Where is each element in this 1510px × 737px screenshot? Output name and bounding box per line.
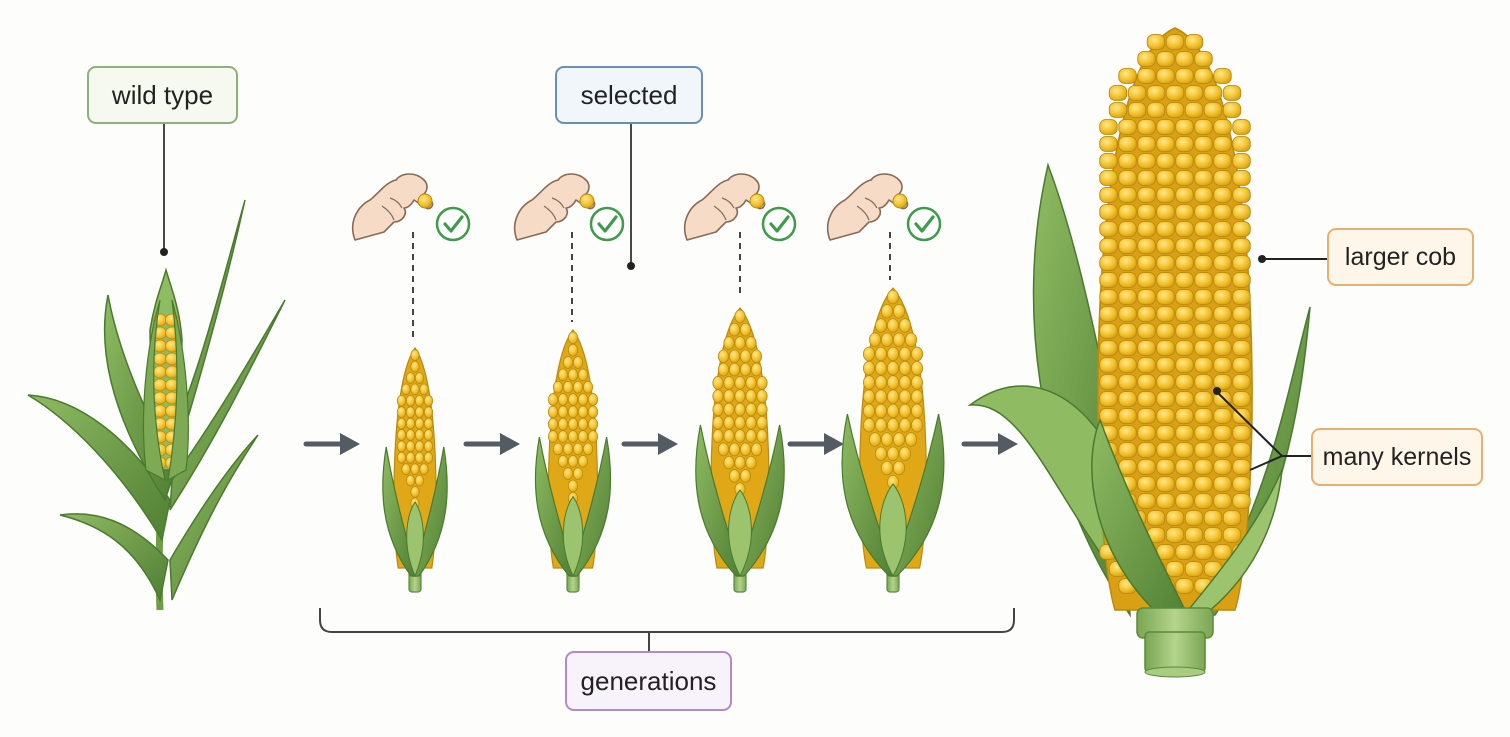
arrow-right-icon — [964, 433, 1018, 455]
check-circle-icon — [761, 206, 797, 242]
hand-pinch-icon — [351, 173, 434, 241]
many-kernels-leader — [1217, 392, 1311, 471]
check-circle-icon — [589, 206, 625, 242]
corn-cob-icon — [967, 27, 1311, 678]
arrow-right-icon — [624, 433, 678, 455]
corn-cob-icon — [534, 329, 612, 593]
arrow-right-icon — [306, 433, 360, 455]
arrow-right-icon — [466, 433, 520, 455]
wild-type-leader-dot — [160, 248, 168, 256]
wild-plant-icon — [27, 199, 286, 611]
hand-pinch-icon — [513, 173, 596, 241]
corn-cob-icon — [382, 346, 448, 593]
label-larger-cob: larger cob — [1327, 228, 1474, 286]
label-generations: generations — [565, 651, 732, 711]
arrow-right-icon — [790, 433, 844, 455]
corn-cob-icon — [695, 307, 785, 593]
hand-pinch-icon — [826, 173, 909, 241]
generations-bracket — [319, 608, 1015, 633]
selected-leader-dot — [627, 262, 635, 270]
label-many-kernels: many kernels — [1311, 428, 1483, 486]
hand-pinch-icon — [683, 173, 766, 241]
larger-cob-leader-dot — [1258, 255, 1266, 263]
check-circle-icon — [435, 206, 471, 242]
label-selected: selected — [555, 66, 703, 124]
many-kernels-leader-dot — [1213, 387, 1221, 395]
selection-dashed-lines — [412, 232, 891, 340]
label-wild-type: wild type — [87, 66, 238, 124]
corn-cob-icon — [841, 287, 945, 593]
check-circle-icon — [906, 206, 942, 242]
